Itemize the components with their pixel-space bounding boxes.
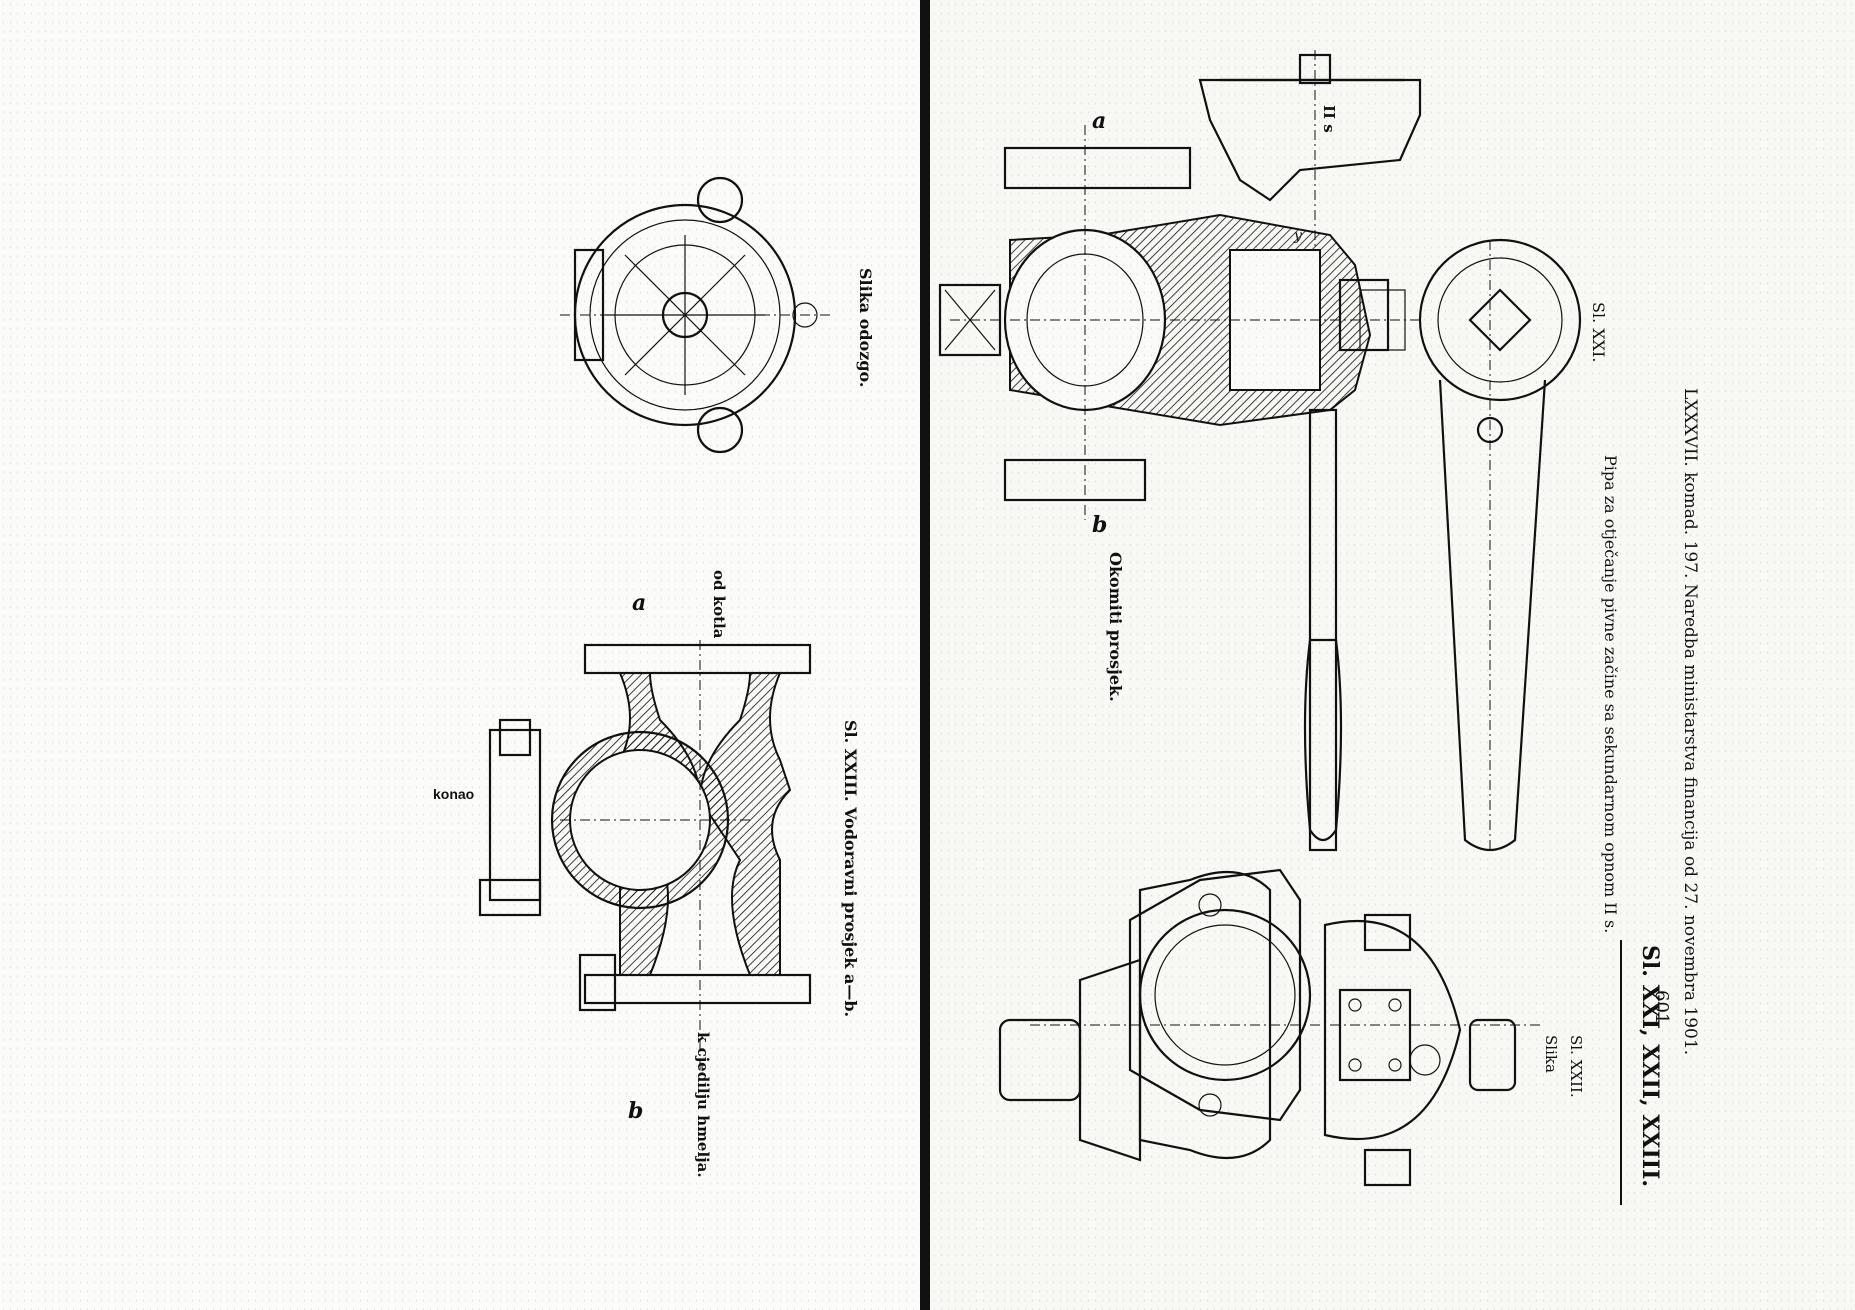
figure-caption: Pipa za otječanje pivne začine sa sekund… bbox=[1601, 455, 1620, 934]
label-k-cjedilju: k cjedilju hmelja. bbox=[694, 1032, 712, 1178]
fig21-sublabel: Okomiti prosjek. bbox=[1106, 552, 1125, 702]
right-page bbox=[930, 0, 1855, 1310]
top-view-label: Slika odozgo. bbox=[856, 268, 875, 388]
label-y: y bbox=[1294, 228, 1302, 244]
section-mark-a-upper: a bbox=[1092, 108, 1107, 134]
fig23-title: Sl. XXIII. Vodoravni prosjek a—b. bbox=[841, 720, 860, 1018]
label-konao: konao bbox=[433, 786, 475, 802]
fig21-vertical-section bbox=[938, 50, 1582, 852]
running-header: LXXXVII. komad. 197. Naredba ministarstv… bbox=[1680, 388, 1700, 1056]
section-mark-b-upper: b bbox=[1092, 512, 1108, 538]
book-gutter bbox=[920, 0, 930, 1310]
left-page bbox=[0, 0, 920, 1310]
top-view bbox=[560, 176, 830, 454]
fig22-side-view bbox=[998, 868, 1540, 1187]
figure-reference: Sl. XXI, XXII, XXIII. bbox=[1637, 945, 1663, 1188]
title-rule bbox=[1620, 940, 1622, 1205]
label-secondary-membrane: II s bbox=[1320, 105, 1338, 133]
fig21-label: Sl. XXI. bbox=[1589, 302, 1608, 363]
section-mark-a-lower: a bbox=[632, 590, 647, 616]
label-od-kotla: od kotla bbox=[710, 570, 728, 639]
fig22-sublabel: Slika bbox=[1542, 1035, 1560, 1073]
fig23-horizontal-section bbox=[478, 640, 812, 1080]
fig22-label: Sl. XXII. bbox=[1567, 1035, 1585, 1098]
section-mark-b-lower: b bbox=[628, 1098, 644, 1124]
